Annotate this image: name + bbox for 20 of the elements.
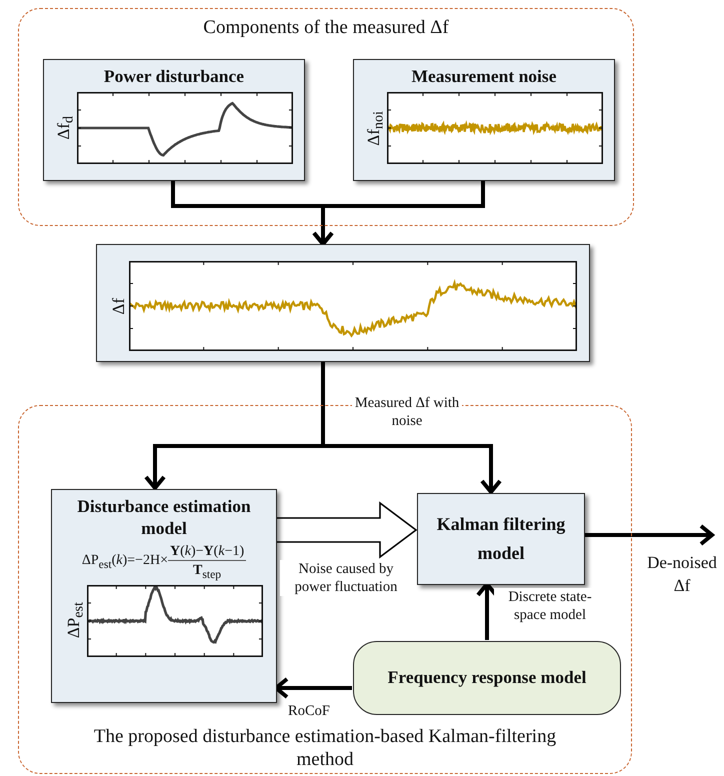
dashed-group: [18, 8, 634, 226]
axis-label: Δf: [110, 298, 126, 314]
plot-panel: [96, 244, 590, 362]
model-title: Frequency response model: [388, 667, 586, 689]
plot-panel: [353, 59, 615, 181]
plot-panel: [43, 59, 305, 181]
arrow: [312, 180, 485, 246]
panel-title: Measurement noise: [412, 66, 556, 88]
formula: ΔP$_{est}$(k)=−2H× Y(k)−Y(k−1) T$_{step}$: [82, 544, 246, 581]
group-title: The proposed disturbance estimation-based Kalman-filtering method: [92, 726, 558, 772]
model-box: [417, 493, 585, 585]
arrow: [584, 524, 714, 546]
model-box: [51, 489, 277, 703]
hollow-arrow: [275, 501, 418, 559]
model-title: Kalman filtering model: [436, 513, 566, 565]
output-label: De-noised Δf: [646, 552, 718, 597]
model-title: Disturbance estimation model: [76, 496, 252, 540]
panel-title: Power disturbance: [104, 66, 244, 88]
group-title: Components of the measured Δf: [202, 17, 450, 40]
model-box: [353, 641, 621, 715]
